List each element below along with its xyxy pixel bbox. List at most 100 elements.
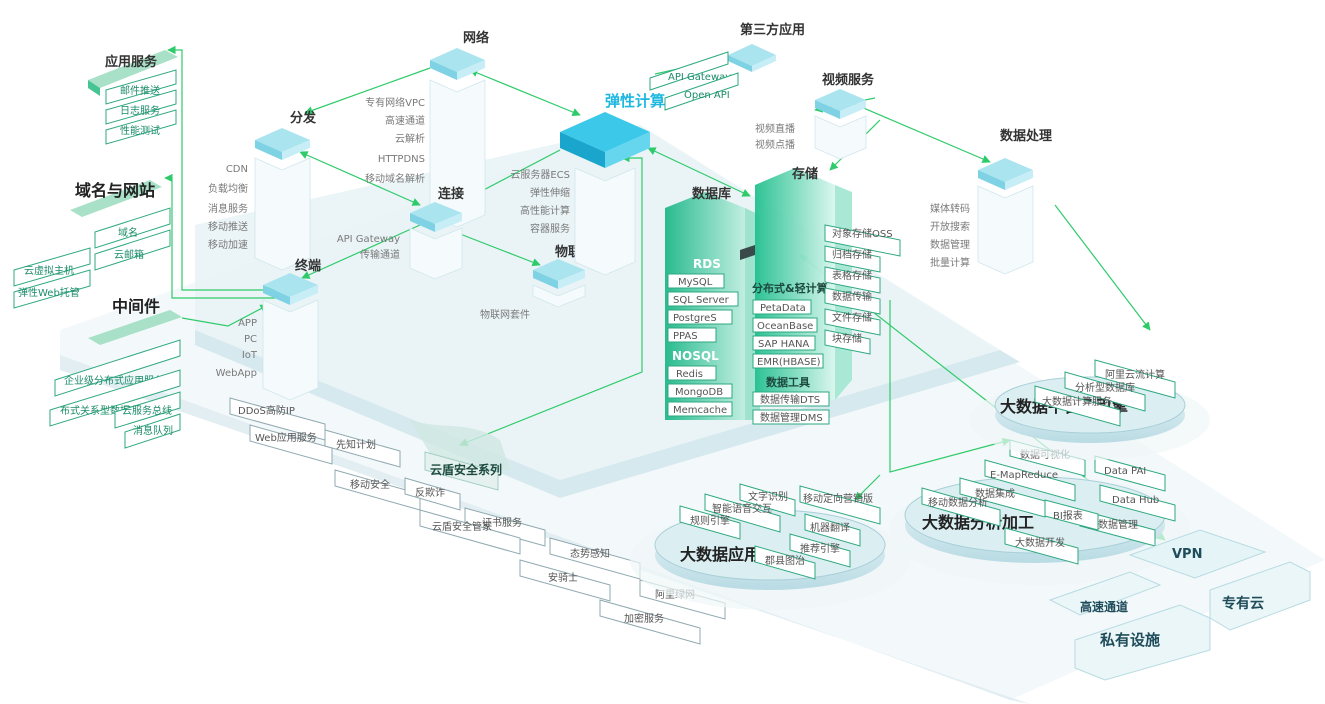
- db-box[interactable]: PPAS: [667, 327, 717, 343]
- storage-box[interactable]: 文件存储: [824, 308, 881, 336]
- stack-elastic-compute[interactable]: 弹性计算 云服务器ECS 弹性伸缩 高性能计算 容器服务: [510, 92, 665, 276]
- db-box[interactable]: Memcache: [667, 401, 733, 417]
- svg-text:移动加速: 移动加速: [208, 238, 248, 251]
- svg-text:数据传输: 数据传输: [832, 290, 872, 303]
- svg-text:MongoDB: MongoDB: [675, 387, 723, 398]
- api-tag[interactable]: Open API: [664, 72, 739, 111]
- security-box[interactable]: 反欺诈: [404, 477, 461, 511]
- stack-title: 分发: [290, 110, 317, 126]
- db-box[interactable]: EMR(HBASE): [752, 353, 824, 369]
- stack-title: 网络: [463, 30, 489, 46]
- bigdata-app-disc: 大数据应用 文字识别 移动定向营销版 智能语音交互 机器翻译 规则引擎 推荐引擎…: [630, 483, 910, 610]
- stack-connect[interactable]: 连接 API Gateway 传输通道: [337, 186, 464, 280]
- bigdata-box[interactable]: 分析型数据库: [1064, 371, 1146, 412]
- svg-text:传输通道: 传输通道: [360, 248, 400, 261]
- svg-text:媒体转码: 媒体转码: [930, 202, 970, 215]
- stack-network[interactable]: 网络 专有网络VPC 高速通道 云解析 HTTPDNS 移动域名解析: [365, 30, 489, 228]
- stack-title: 数据处理: [1000, 128, 1052, 144]
- bigdata-box[interactable]: E-MapReduce: [984, 459, 1076, 502]
- disc-title: 大数据分析加工: [922, 513, 1034, 532]
- bigdata-analysis-disc: 大数据分析加工 数据可视化 E-MapReduce Data PAI 数据集成 …: [890, 439, 1190, 585]
- svg-text:邮件推送: 邮件推送: [120, 84, 160, 97]
- stack-title: 视频服务: [822, 72, 875, 88]
- storage-box[interactable]: 对象存储OSS: [824, 224, 901, 257]
- security-box[interactable]: 移动安全: [334, 469, 421, 511]
- svg-text:反欺诈: 反欺诈: [415, 486, 445, 499]
- bigdata-box[interactable]: 阿里云流计算: [1094, 359, 1176, 399]
- security-box[interactable]: 云盾安全管家: [419, 509, 521, 555]
- svg-text:Data Hub: Data Hub: [1112, 495, 1159, 506]
- storage-box[interactable]: 归档存储: [824, 245, 881, 273]
- item-box[interactable]: 弹性Web托管: [13, 269, 91, 309]
- item-box[interactable]: 日志服务: [105, 89, 177, 125]
- db-box[interactable]: OceanBase: [752, 317, 818, 333]
- db-box[interactable]: Redis: [667, 365, 717, 381]
- db-box[interactable]: 数据管理DMS: [752, 409, 830, 425]
- group-title: 域名与网站: [75, 181, 155, 200]
- bigdata-box[interactable]: 移动数据分析: [921, 487, 1001, 527]
- svg-text:大数据计算服务: 大数据计算服务: [1042, 395, 1112, 408]
- stack-third-party[interactable]: 第三方应用 API Gateway Open API: [649, 22, 805, 111]
- security-box[interactable]: 证书服务: [464, 507, 546, 547]
- svg-text:开放搜索: 开放搜索: [930, 220, 970, 233]
- nosql-title: NOSQL: [672, 349, 719, 363]
- stack-distribution[interactable]: 分发 CDN 负载均衡 消息服务 移动推送 移动加速: [208, 110, 317, 271]
- bigdata-box[interactable]: 大数据开发: [1004, 527, 1079, 565]
- svg-text:数据传输DTS: 数据传输DTS: [760, 393, 820, 406]
- security-box[interactable]: Web应用服务: [249, 424, 333, 465]
- svg-text:OceanBase: OceanBase: [757, 321, 813, 332]
- db-box[interactable]: SQL Server: [667, 291, 739, 307]
- api-tag[interactable]: API Gateway: [649, 51, 731, 91]
- db-box[interactable]: SAP HANA: [752, 335, 816, 351]
- security-box[interactable]: 态势感知: [549, 537, 641, 580]
- svg-text:加密服务: 加密服务: [624, 612, 664, 625]
- bigdata-box[interactable]: 移动定向营销版: [799, 485, 881, 525]
- svg-text:SQL Server: SQL Server: [673, 295, 730, 306]
- svg-text:态势感知: 态势感知: [570, 547, 610, 560]
- bigdata-box[interactable]: 数据集成: [959, 477, 1046, 518]
- db-box[interactable]: MongoDB: [667, 383, 733, 399]
- private-infra-label: 私有设施: [1099, 631, 1160, 649]
- storage-box[interactable]: 块存储: [824, 329, 871, 355]
- item-box[interactable]: 云服务总线: [114, 391, 181, 429]
- bigdata-box[interactable]: 文字识别: [739, 483, 796, 517]
- svg-text:负载均衡: 负载均衡: [208, 182, 248, 195]
- stack-title: 第三方应用: [740, 22, 805, 38]
- stack-video[interactable]: 视频服务 视频直播 视频点播: [755, 72, 875, 160]
- security-box[interactable]: 加密服务: [599, 599, 701, 645]
- item-box[interactable]: 邮件推送: [105, 69, 177, 105]
- bigdata-box[interactable]: Data Hub: [1099, 484, 1176, 522]
- svg-text:云解析: 云解析: [395, 132, 425, 145]
- bigdata-box[interactable]: 规则引擎: [679, 505, 741, 540]
- db-box[interactable]: 数据传输DTS: [752, 391, 830, 407]
- bigdata-box[interactable]: Data PAI: [1094, 455, 1166, 492]
- bigdata-box[interactable]: 郡县图治: [754, 545, 816, 580]
- storage-box[interactable]: 数据传输: [824, 287, 881, 315]
- group-title: 中间件: [112, 297, 160, 316]
- bigdata-box[interactable]: BI报表: [1044, 499, 1099, 531]
- storage-box[interactable]: 表格存储: [824, 266, 881, 294]
- stack-data-processing[interactable]: 数据处理 媒体转码 开放搜索 数据管理 批量计算: [930, 128, 1052, 275]
- svg-text:PetaData: PetaData: [760, 303, 806, 314]
- svg-text:弹性Web托管: 弹性Web托管: [18, 286, 80, 299]
- db-box[interactable]: PetaData: [752, 299, 812, 315]
- item-box[interactable]: 云邮箱: [94, 229, 171, 271]
- item-box[interactable]: 域名: [94, 207, 171, 249]
- svg-text:SAP HANA: SAP HANA: [758, 339, 809, 350]
- svg-text:API Gateway: API Gateway: [668, 72, 731, 83]
- bigdata-box[interactable]: 推荐引擎: [789, 533, 851, 568]
- item-box[interactable]: 消息队列: [124, 413, 181, 449]
- bigdata-box[interactable]: 智能语音交互: [704, 493, 781, 533]
- item-box[interactable]: 性能测试: [105, 109, 177, 145]
- svg-text:先知计划: 先知计划: [336, 438, 376, 451]
- bigdata-box[interactable]: 大数据计算服务: [1034, 385, 1121, 427]
- security-box[interactable]: 安骑士: [519, 559, 611, 602]
- item-box[interactable]: 云虚拟主机: [13, 247, 91, 287]
- connector-app-terminal: [167, 45, 276, 295]
- bigdata-box[interactable]: 机器翻译: [804, 513, 861, 547]
- security-box[interactable]: 先知计划: [324, 429, 401, 468]
- db-box[interactable]: MySQL: [667, 273, 725, 289]
- stack-terminal[interactable]: 终端 APP PC IoT WebApp: [216, 258, 321, 401]
- db-box[interactable]: PostgreS: [667, 309, 733, 325]
